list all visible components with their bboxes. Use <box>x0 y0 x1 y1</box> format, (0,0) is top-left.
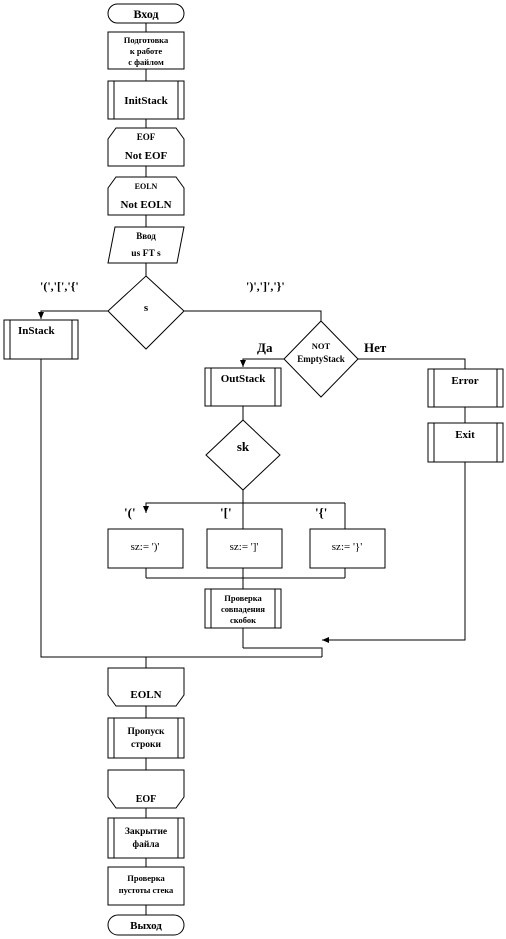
eoln-loop-end: EOLN <box>107 667 185 707</box>
svg-text:Error: Error <box>451 375 478 387</box>
svg-text:пустоты стека: пустоты стека <box>119 885 174 895</box>
check-empty-process: Проверка пустоты стека <box>107 866 185 906</box>
assign-round-process: sz:= ')' <box>107 528 184 569</box>
assign-curly-process: sz:= '}' <box>309 528 386 569</box>
svg-text:sz:= '}': sz:= '}' <box>332 541 362 553</box>
case-round-label: '(' <box>124 505 136 520</box>
decision-sk: sk <box>205 419 281 491</box>
svg-text:Выход: Выход <box>130 920 162 932</box>
start-terminator: Вход <box>107 3 185 24</box>
branch-open-label: '(','[','{' <box>40 279 79 293</box>
svg-text:NOT: NOT <box>312 341 331 351</box>
yes-label: Да <box>257 340 273 355</box>
close-file-subroutine: Закрытие файла <box>107 817 185 859</box>
svg-text:Ввод: Ввод <box>136 231 156 241</box>
svg-text:Проверка: Проверка <box>224 593 262 603</box>
svg-text:InStack: InStack <box>18 325 56 337</box>
svg-text:EOLN: EOLN <box>130 689 161 701</box>
svg-text:EOF: EOF <box>136 794 157 805</box>
svg-text:Not EOLN: Not EOLN <box>120 199 171 211</box>
svg-text:Вход: Вход <box>133 7 158 21</box>
no-label: Нет <box>364 340 387 355</box>
svg-text:файла: файла <box>133 839 160 850</box>
check-match-subroutine: Проверка совпадения скобок <box>204 588 282 629</box>
case-square-label: '[' <box>220 505 232 520</box>
case-curly-label: '{' <box>315 505 327 520</box>
svg-text:s: s <box>144 302 149 314</box>
svg-text:EOLN: EOLN <box>135 182 158 191</box>
svg-text:к работе: к работе <box>130 46 162 56</box>
in-stack-subroutine: InStack <box>3 319 79 360</box>
svg-text:Пропуск: Пропуск <box>127 727 165 737</box>
svg-text:Подготовка: Подготовка <box>124 35 169 45</box>
svg-text:sz:= ']': sz:= ']' <box>230 541 259 553</box>
svg-text:Exit: Exit <box>455 429 475 441</box>
svg-text:us FT s: us FT s <box>131 249 161 259</box>
skip-line-subroutine: Пропуск строки <box>107 717 185 759</box>
input-parallelogram: Ввод us FT s <box>107 226 185 264</box>
connectors <box>38 23 466 915</box>
svg-text:InitStack: InitStack <box>124 95 168 107</box>
exit-subroutine: Exit <box>427 422 504 463</box>
svg-text:Проверка: Проверка <box>127 873 165 883</box>
init-stack-subroutine: InitStack <box>107 80 185 120</box>
prep-process: Подготовка к работе с файлом <box>107 31 185 70</box>
svg-text:Закрытие: Закрытие <box>125 827 167 837</box>
svg-text:строки: строки <box>131 740 162 750</box>
svg-text:OutStack: OutStack <box>221 373 267 385</box>
svg-text:sk: sk <box>237 439 250 454</box>
branch-close-label: ')',']','}' <box>246 279 285 293</box>
svg-text:EOF: EOF <box>137 132 156 142</box>
assign-square-process: sz:= ']' <box>206 528 283 569</box>
svg-text:с файлом: с файлом <box>128 57 164 67</box>
eof-loop-start: EOF Not EOF <box>107 127 185 167</box>
error-subroutine: Error <box>427 368 504 408</box>
svg-text:sz:= ')': sz:= ')' <box>131 541 160 553</box>
decision-s: s <box>107 275 185 350</box>
out-stack-subroutine: OutStack <box>204 367 282 407</box>
svg-text:скобок: скобок <box>230 615 256 625</box>
eof-loop-end: EOF <box>107 769 185 809</box>
finish-terminator: Выход <box>107 914 185 936</box>
svg-text:EmptyStack: EmptyStack <box>297 354 345 364</box>
eoln-loop-start: EOLN Not EOLN <box>107 176 185 216</box>
svg-text:совпадения: совпадения <box>221 604 265 614</box>
svg-text:Not EOF: Not EOF <box>125 150 168 162</box>
decision-not-empty-stack: NOT EmptyStack <box>283 320 359 398</box>
